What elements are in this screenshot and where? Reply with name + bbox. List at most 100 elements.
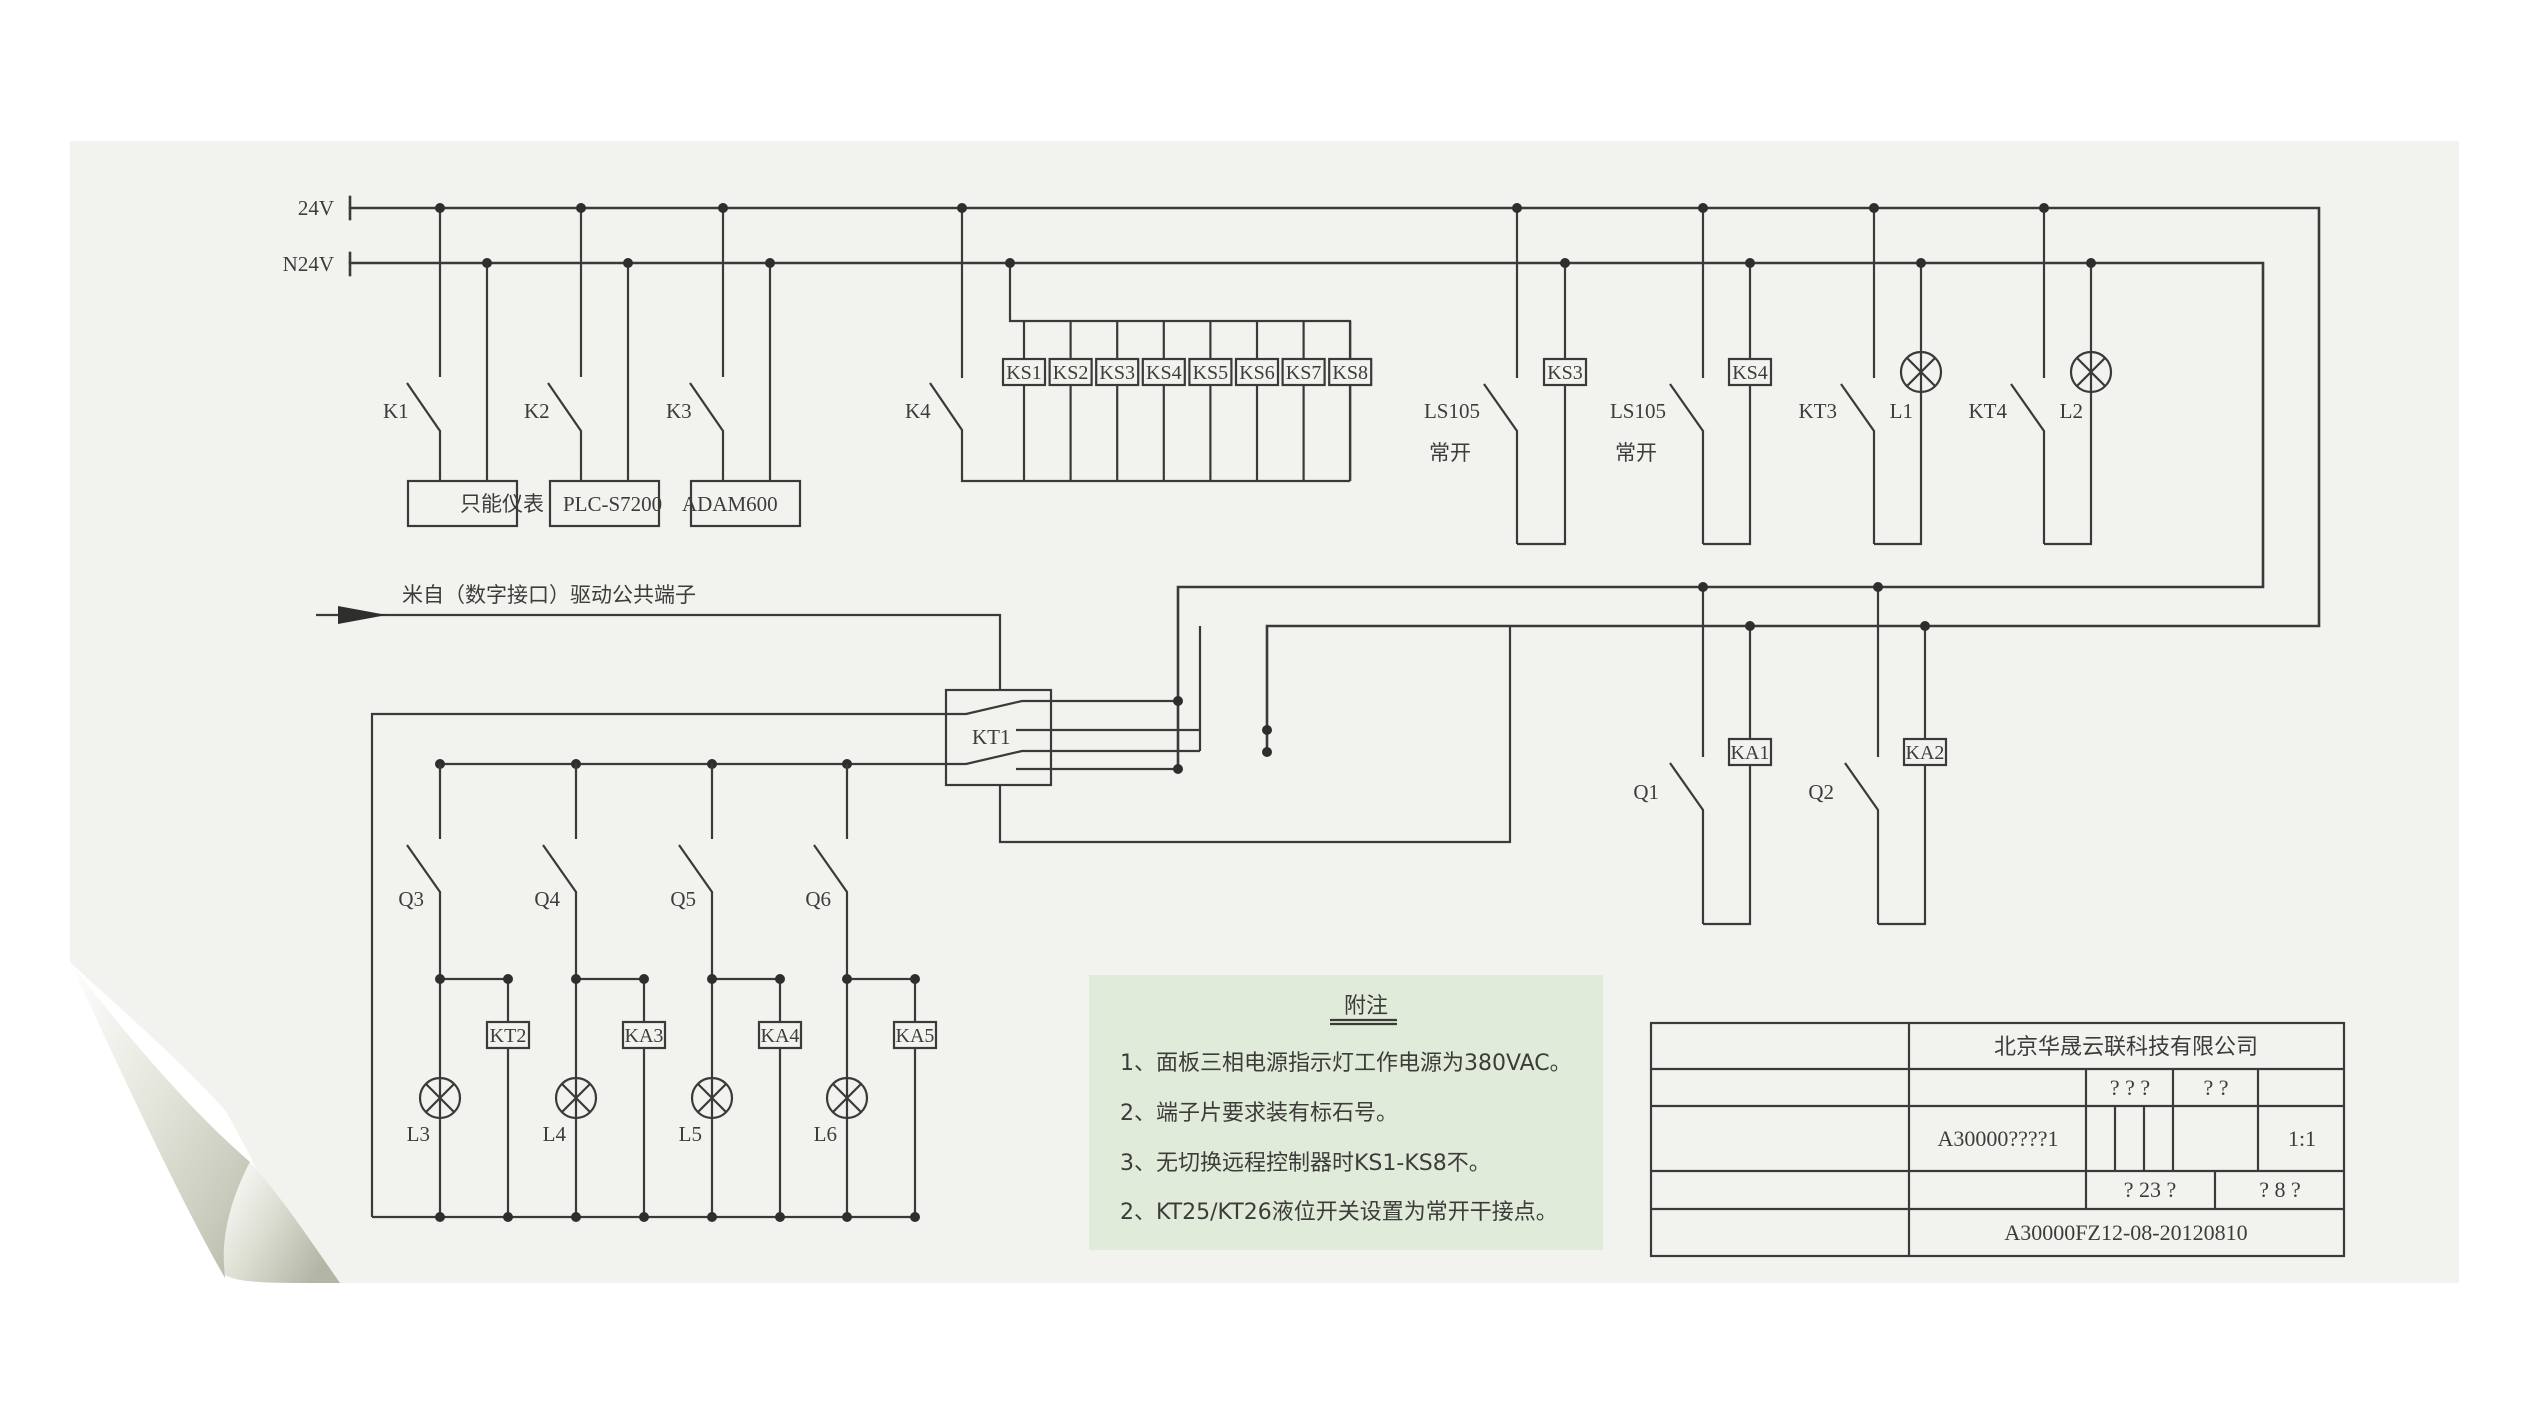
drawing-number: A30000FZ12-08-20120810	[2004, 1220, 2247, 1245]
relay-ks4-box	[1727, 357, 1773, 387]
ks-relay-3-box	[1095, 357, 1140, 387]
paper-body	[70, 141, 2459, 1283]
ks-relay-2-box	[1048, 357, 1093, 387]
ks-relay-1-box	[1001, 357, 1047, 387]
ks-relay-8-label: KS8	[1332, 362, 1368, 384]
circuit-k2: K2	[524, 203, 661, 528]
ks-relay-5-label: KS5	[1193, 362, 1229, 384]
lamp-label: L5	[679, 1122, 702, 1146]
switch-k2-label: K2	[524, 399, 550, 423]
paper-curl-back	[70, 962, 250, 1278]
relay-kt2-box	[485, 1020, 531, 1050]
lamp-label: L6	[814, 1122, 837, 1146]
ks-relay-5-box	[1188, 357, 1233, 387]
title-cell-row4-b: ? 8 ?	[2259, 1177, 2301, 1202]
bus-24v-label: 24V	[298, 196, 334, 220]
title-block: 北京华晟云联科技有限公司 ? ? ? ? ? A30000????1 1:1 ?…	[1649, 1021, 2346, 1258]
top-right-circuit-4: KT4 L2	[1969, 203, 2113, 546]
switch-label: Q6	[805, 887, 831, 911]
ks-relay-5: KS5	[1188, 321, 1233, 481]
title-cell-row2-b: ? ?	[2203, 1075, 2228, 1100]
switch-label: KT3	[1799, 399, 1838, 423]
ks-relay-8: KS8	[1328, 321, 1373, 481]
relay-ka2-label: KA2	[1906, 742, 1945, 764]
relay-ka4-label: KA4	[761, 1025, 800, 1047]
ks-relay-3: KS3	[1095, 321, 1140, 481]
ks-relay-1-label: KS1	[1006, 362, 1042, 384]
drawing-scale: 1:1	[2288, 1126, 2316, 1151]
device-label-adam: ADAM600	[682, 492, 778, 516]
top-right-circuit-1: LS105 常开 KS3	[1424, 203, 1588, 546]
switch-label: LS105	[1610, 399, 1666, 423]
notes-panel: 附注 1、面板三相电源指示灯工作电源为380VAC。 2、端子片要求装有标石号。…	[1089, 975, 1603, 1250]
switch-label: KT4	[1969, 399, 2008, 423]
relay-ka2-box	[1902, 737, 1948, 767]
device-label-plc: PLC-S7200	[563, 492, 662, 516]
relay-ka3-box	[621, 1020, 667, 1050]
title-block-frame	[1649, 1021, 2346, 1258]
device-box-2	[548, 479, 661, 528]
ks-relay-6-label: KS6	[1239, 362, 1275, 384]
kt1-changeover: KT1	[370, 626, 1512, 1217]
ks-relay-4-box	[1141, 357, 1186, 387]
relay-ks3-label: KS3	[1547, 362, 1583, 384]
input-arrow-label: 米自（数字接口）驱动公共端子	[402, 583, 696, 607]
lamp-label: L1	[1890, 399, 1913, 423]
ks-relay-3-label: KS3	[1099, 362, 1135, 384]
title-cell-row2-a: ? ? ?	[2110, 1075, 2150, 1100]
relay-ka3-label: KA3	[625, 1025, 664, 1047]
switch-k1-label: K1	[383, 399, 409, 423]
switch-label: Q3	[398, 887, 424, 911]
ks-relay-4: KS4	[1141, 321, 1186, 481]
top-left-circuits: K1 K2 K3 只能仪表 PLC-S7200 ADAM600	[383, 203, 802, 528]
relay-ks4-label: KS4	[1732, 362, 1768, 384]
lamp-label: L2	[2060, 399, 2083, 423]
lamp-icon	[825, 1076, 869, 1120]
lamp-icon	[418, 1076, 462, 1120]
paper-sheet	[70, 141, 2459, 1284]
kt1-box	[944, 688, 1053, 787]
switch-k3-label: K3	[666, 399, 692, 423]
ks-relay-columns: KS1 KS2 KS3 KS4 KS5 KS6 KS7 KS8	[1001, 321, 1373, 481]
switch-note: 常开	[1429, 441, 1471, 465]
relay-ka4-box	[757, 1020, 803, 1050]
lamp-icon	[554, 1076, 598, 1120]
ks-relay-4-label: KS4	[1146, 362, 1182, 384]
ks-relay-1: KS1	[1001, 321, 1047, 481]
relay-ka1-label: KA1	[1731, 742, 1770, 764]
relay-ka5-label: KA5	[896, 1025, 935, 1047]
ks-relay-group: K4 KS1 KS2 KS3 KS4 KS5 KS6 KS7 KS8	[905, 203, 1373, 483]
relay-ka1-box	[1727, 737, 1773, 767]
switch-note: 常开	[1615, 441, 1657, 465]
ks-relay-7-label: KS7	[1286, 362, 1322, 384]
switch-label: Q2	[1808, 780, 1834, 804]
ks-relay-2: KS2	[1048, 321, 1093, 481]
ks-relay-6: KS6	[1234, 321, 1280, 481]
arrow-head-icon	[338, 606, 387, 624]
lamp-icon	[1899, 350, 1943, 394]
switch-label: LS105	[1424, 399, 1480, 423]
note-item-2: 2、端子片要求装有标石号。	[1120, 1101, 1398, 1126]
relay-ks3-box	[1542, 357, 1588, 387]
relay-ka5-box	[892, 1020, 938, 1050]
switch-label: Q1	[1633, 780, 1659, 804]
switch-k4-label: K4	[905, 399, 931, 423]
top-right-circuit-2: LS105 常开 KS4	[1610, 203, 1773, 546]
top-right-circuit-3: KT3 L1	[1799, 203, 1943, 546]
bus-n24v-label: N24V	[283, 252, 334, 276]
ks-relay-8-box	[1328, 357, 1373, 387]
circuit-k3: K3	[666, 203, 802, 528]
lamp-label: L3	[407, 1122, 430, 1146]
input-signal-arrow: 米自（数字接口）驱动公共端子	[316, 583, 1002, 690]
bus-lines	[348, 195, 2321, 771]
device-box-1	[406, 479, 519, 528]
